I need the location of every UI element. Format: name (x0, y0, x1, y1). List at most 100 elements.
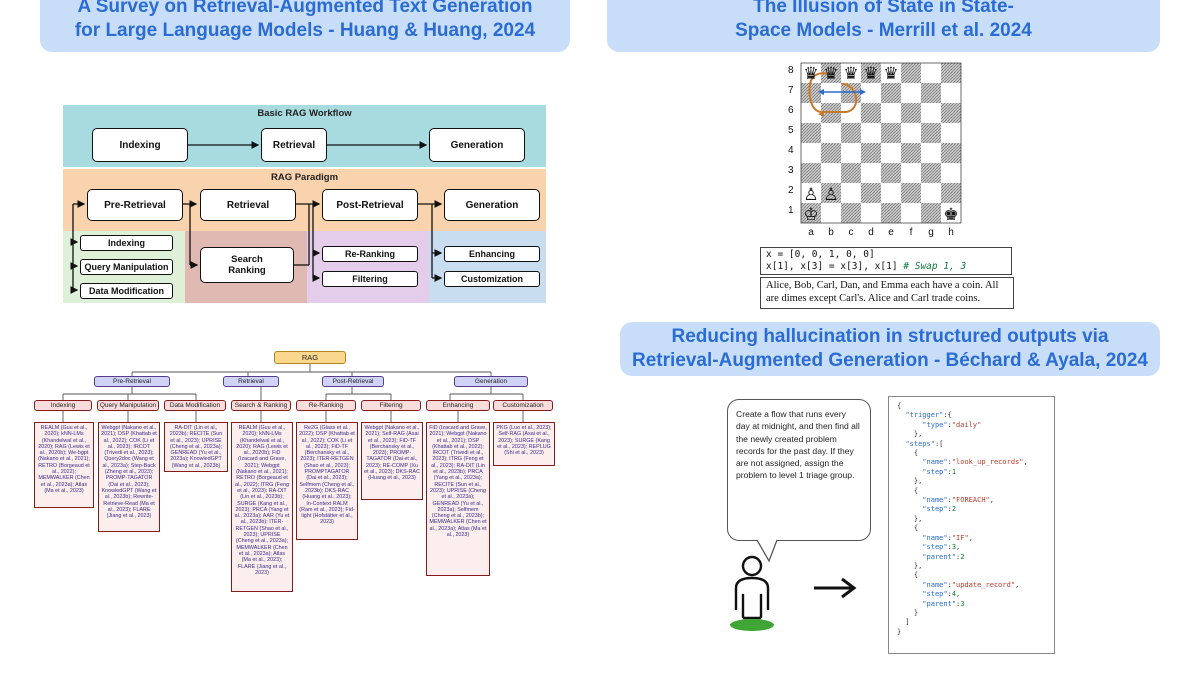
board-square (941, 123, 961, 143)
taxonomy-leaf-indexing: REALM (Guu et al., 2020); kNN-LMs (Khand… (34, 422, 94, 508)
rag-workflow-diagram: Basic RAG Workflow Indexing Retrieval Ge… (63, 105, 546, 303)
king-icon: ♔ (803, 205, 818, 225)
board-square (841, 183, 861, 203)
pre-item-indexing: Indexing (80, 235, 173, 251)
chess-board (800, 62, 962, 224)
board-square (801, 203, 821, 223)
file-label: c (848, 227, 854, 238)
json-brace: { (897, 402, 902, 410)
board-square (861, 103, 881, 123)
file-label: g (928, 227, 934, 238)
board-square (901, 143, 921, 163)
board-square (861, 123, 881, 143)
rank-label: 3 (788, 165, 794, 176)
rank-label: 6 (788, 105, 794, 116)
json-val-type: "daily" (951, 420, 982, 429)
illusion-title-text: The Illusion of State in State-Space Mod… (735, 0, 1032, 41)
taxonomy-leaf-filtering: Webgpt (Nakano et al., 2021); Self-RAG (… (361, 422, 423, 500)
pawn-icon: ♙ (803, 185, 818, 205)
queen-icon: ♛ (843, 64, 858, 84)
right-arrow-icon (814, 577, 857, 599)
board-square (941, 163, 961, 183)
taxonomy-sub-re-ranking: Re-Ranking (296, 400, 356, 411)
basic-workflow-label: Basic RAG Workflow (257, 108, 352, 119)
swap-arrow (808, 72, 857, 113)
board-square (901, 103, 921, 123)
board-square (861, 83, 881, 103)
hallucination-title-text: Reducing hallucination in structured out… (632, 326, 1148, 371)
generation-panel (429, 231, 546, 303)
basic-step-retrieval: Retrieval (261, 128, 327, 162)
code-line-2: x[1], x[3] = x[3], x[1] # Swap 1, 3 (766, 261, 1006, 273)
board-square (941, 63, 961, 83)
retrieval-item-search-ranking: Search Ranking (200, 247, 294, 283)
taxonomy-sub-query-manipulation: Query Manipulation (97, 400, 159, 411)
pawn-icon: ♙ (823, 185, 838, 205)
board-square (921, 163, 941, 183)
board-square (821, 163, 841, 183)
basic-step-indexing: Indexing (92, 128, 188, 162)
rank-label: 2 (788, 185, 794, 196)
code-line-1: x = [0, 0, 1, 0, 0] (766, 249, 875, 260)
board-square (821, 63, 841, 83)
flow-prompt-text: Create a flow that runs every day at mid… (736, 409, 860, 481)
board-square (921, 123, 941, 143)
json-key-trigger: "trigger" (905, 411, 944, 420)
file-label: f (909, 227, 913, 238)
board-square (881, 183, 901, 203)
board-square (921, 83, 941, 103)
file-label: e (888, 227, 894, 238)
board-square (941, 143, 961, 163)
board-square (821, 143, 841, 163)
board-square (841, 203, 861, 223)
board-square (921, 183, 941, 203)
post-item-filtering: Filtering (322, 271, 418, 287)
paradigm-step-generation: Generation (444, 189, 540, 221)
board-square (841, 163, 861, 183)
json-key-type: "type" (922, 420, 948, 429)
flow-json-output: { "trigger":{ "type":"daily" }, "steps":… (888, 396, 1055, 654)
board-square (861, 183, 881, 203)
json-step-number: 4 (951, 590, 957, 599)
board-square (801, 103, 821, 123)
paradigm-step-post-retrieval: Post-Retrieval (322, 189, 418, 221)
json-step-number: 1 (951, 467, 957, 476)
rank-label: 4 (788, 145, 794, 156)
rank-label: 5 (788, 125, 794, 136)
board-square (821, 183, 841, 203)
file-label: b (828, 227, 834, 238)
taxonomy-sub-filtering: Filtering (361, 400, 421, 411)
hallucination-title: Reducing hallucination in structured out… (620, 322, 1160, 376)
bubble-tail (756, 539, 778, 563)
paradigm-step-retrieval: Retrieval (200, 189, 296, 221)
chess-files: a b c d e f g h (801, 227, 961, 239)
post-item-re-ranking: Re-Ranking (322, 246, 418, 262)
taxonomy-leaf-search-ranking: REALM (Guu et al., 2020); kNN-LMs (Khand… (231, 422, 293, 592)
board-square (861, 203, 881, 223)
taxonomy-connectors (62, 364, 524, 422)
queen-icon: ♛ (863, 64, 878, 84)
board-square (921, 143, 941, 163)
taxonomy-stage-pre-retrieval: Pre-Retrieval (94, 376, 170, 387)
board-square (881, 163, 901, 183)
queen-icon: ♛ (883, 64, 898, 84)
board-square (841, 143, 861, 163)
json-key-steps: "steps" (905, 439, 935, 448)
json-step-parent: 2 (960, 552, 965, 561)
board-square (801, 123, 821, 143)
workflow-connectors (70, 141, 443, 294)
file-label: a (808, 227, 814, 238)
taxonomy-sub-search-ranking: Search & Ranking (231, 400, 291, 411)
board-square (881, 143, 901, 163)
board-square (941, 203, 961, 223)
pre-item-query-manipulation: Query Manipulation (80, 259, 173, 275)
board-square (921, 103, 941, 123)
board-square (901, 163, 921, 183)
board-square (901, 203, 921, 223)
chess-figure: ♛ ♛ ♛ ♛ ♛ ♙ ♙ ♔ ♚ 8 7 6 5 4 3 2 1 a b c … (788, 62, 978, 242)
board-square (801, 143, 821, 163)
board-square (841, 123, 861, 143)
rank-label: 7 (788, 85, 794, 96)
queen-icon: ♛ (803, 64, 818, 84)
taxonomy-sub-indexing: Indexing (34, 400, 92, 411)
